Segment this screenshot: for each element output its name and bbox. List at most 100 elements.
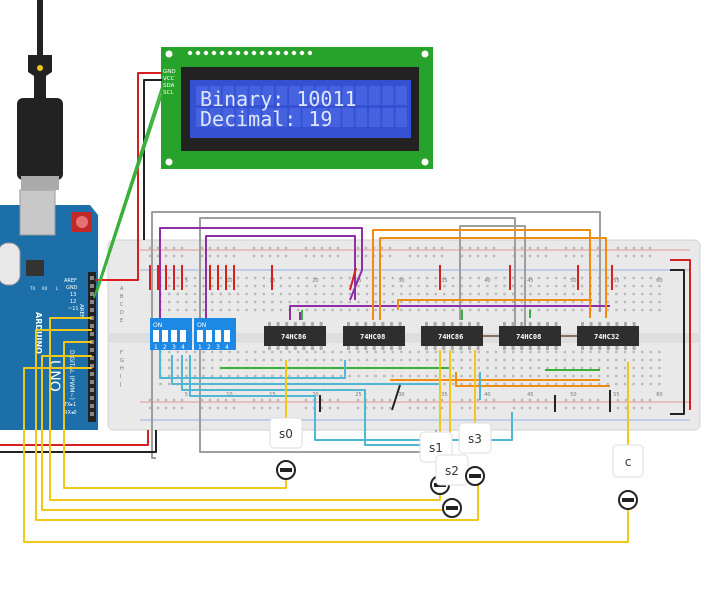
rail-hole bbox=[512, 406, 516, 410]
rail-hole bbox=[252, 246, 256, 250]
dip-toggle[interactable] bbox=[206, 330, 212, 342]
rail-hole bbox=[468, 398, 472, 402]
dip-toggle[interactable] bbox=[224, 330, 230, 342]
breadboard-hole bbox=[606, 358, 609, 362]
breadboard-hole bbox=[563, 382, 566, 386]
ic-chip-1[interactable]: 74HC86 bbox=[264, 326, 326, 346]
ic-chip-3[interactable]: 74HC86 bbox=[421, 326, 483, 346]
ic-label: 74HC86 bbox=[438, 333, 463, 341]
breadboard-hole bbox=[202, 366, 205, 370]
lcd-display[interactable]: Binary: 10011 Decimal: 19 GND VCC SDA SC… bbox=[161, 47, 433, 169]
wire-cyan-3[interactable] bbox=[181, 355, 420, 446]
wire-red-rail-right[interactable] bbox=[670, 259, 691, 410]
wire-lcd-sda[interactable] bbox=[93, 86, 163, 299]
ic-chip-5[interactable]: 74HC32 bbox=[577, 326, 639, 346]
dip-toggle[interactable] bbox=[153, 330, 159, 342]
breadboard-hole bbox=[254, 284, 257, 288]
wire-red-group-2[interactable] bbox=[209, 265, 235, 290]
wire-cyan-4[interactable] bbox=[189, 355, 513, 441]
dip-toggle[interactable] bbox=[197, 330, 203, 342]
probe-s0[interactable]: s0 bbox=[269, 417, 303, 480]
wire-black-2[interactable] bbox=[391, 384, 401, 411]
wire-black-power[interactable] bbox=[0, 430, 157, 453]
probe-s3[interactable]: s3 bbox=[458, 422, 492, 486]
dip-toggle[interactable] bbox=[180, 330, 186, 342]
wire-gray-1[interactable] bbox=[151, 211, 601, 370]
breadboard-hole bbox=[168, 284, 171, 288]
ic-pin bbox=[319, 346, 323, 350]
breadboard-hole bbox=[176, 374, 179, 378]
usb-plug bbox=[17, 98, 63, 180]
header-pin bbox=[90, 308, 94, 312]
wire-orange-3[interactable] bbox=[397, 299, 592, 310]
wire-orange-1[interactable] bbox=[372, 229, 591, 320]
breadboard-hole bbox=[512, 374, 515, 378]
wire-gray-2[interactable] bbox=[199, 217, 516, 370]
wire-lcd-scl[interactable] bbox=[96, 93, 163, 293]
rail-hole bbox=[416, 254, 420, 258]
wire-yellow-5[interactable] bbox=[23, 367, 629, 543]
breadboard-hole bbox=[520, 382, 523, 386]
breadboard-hole bbox=[254, 374, 257, 378]
wire-gray-3[interactable] bbox=[459, 225, 526, 330]
breadboard-hole bbox=[606, 350, 609, 354]
rail-hole bbox=[528, 398, 532, 402]
breadboard-hole bbox=[340, 358, 343, 362]
wire-red-8[interactable] bbox=[349, 267, 357, 291]
wire-yellow-2[interactable] bbox=[35, 329, 479, 521]
rail-hole bbox=[356, 406, 360, 410]
breadboard-hole bbox=[537, 284, 541, 288]
ic-pin bbox=[468, 322, 471, 326]
wire-yellow-3[interactable] bbox=[63, 341, 287, 489]
lcd-cell bbox=[342, 86, 354, 105]
dip-toggle[interactable] bbox=[215, 330, 221, 342]
breadboard-hole bbox=[460, 382, 463, 386]
breadboard-hole bbox=[572, 350, 575, 354]
wire-yellow-4[interactable] bbox=[41, 355, 452, 511]
breadboard-hole bbox=[176, 292, 179, 296]
ic-pin bbox=[537, 346, 541, 350]
breadboard-hole bbox=[331, 374, 334, 378]
header-pin bbox=[90, 324, 94, 328]
wire-orange-2[interactable] bbox=[379, 237, 607, 320]
breadboard-hole bbox=[417, 374, 420, 378]
rail-hole bbox=[424, 254, 428, 258]
wire-red-power[interactable] bbox=[0, 430, 149, 446]
dip-switch-2[interactable]: ON 1 2 3 4 bbox=[194, 318, 236, 351]
wire-lcd-vcc[interactable] bbox=[143, 79, 162, 240]
breadboard-hole bbox=[503, 382, 506, 386]
probe-c[interactable]: c bbox=[612, 444, 644, 510]
wire-purple-1[interactable] bbox=[159, 227, 363, 320]
breadboard-hole bbox=[297, 374, 300, 378]
ic-pin bbox=[381, 346, 385, 350]
rail-hole bbox=[304, 246, 308, 250]
wire-cyan-1[interactable] bbox=[159, 350, 346, 379]
dip-switch-1[interactable]: ON 1 2 3 4 bbox=[150, 318, 192, 351]
header-pin bbox=[90, 332, 94, 336]
rail-hole bbox=[460, 254, 464, 258]
breadboard-hole bbox=[305, 300, 308, 304]
rail-hole bbox=[476, 246, 480, 250]
dip-toggle[interactable] bbox=[162, 330, 168, 342]
wire-orange-5[interactable] bbox=[455, 372, 610, 387]
breadboard-hole bbox=[512, 276, 515, 280]
breadboard-hole bbox=[185, 300, 188, 304]
rail-hole bbox=[388, 398, 392, 402]
ic-label: 74HC86 bbox=[281, 333, 306, 341]
ic-pin bbox=[347, 322, 350, 326]
wire-black-rail-right[interactable] bbox=[670, 269, 685, 415]
ic-chip-2[interactable]: 74HC08 bbox=[343, 326, 405, 346]
dip-toggle[interactable] bbox=[171, 330, 177, 342]
breadboard-hole bbox=[443, 292, 446, 296]
wire-purple-3[interactable] bbox=[289, 305, 610, 320]
ic-pin bbox=[285, 346, 289, 350]
breadboard-hole bbox=[649, 350, 652, 354]
rail-hole bbox=[172, 254, 176, 258]
probe-s2[interactable]: s2 bbox=[435, 454, 469, 518]
breadboard-hole bbox=[417, 292, 420, 296]
wire-lcd-gnd[interactable] bbox=[95, 72, 162, 281]
breadboard-hole bbox=[254, 350, 257, 354]
wire-gray-5[interactable] bbox=[151, 370, 156, 459]
wire-red-group-1[interactable] bbox=[149, 265, 183, 290]
ic-chip-4[interactable]: 74HC08 bbox=[499, 326, 561, 346]
